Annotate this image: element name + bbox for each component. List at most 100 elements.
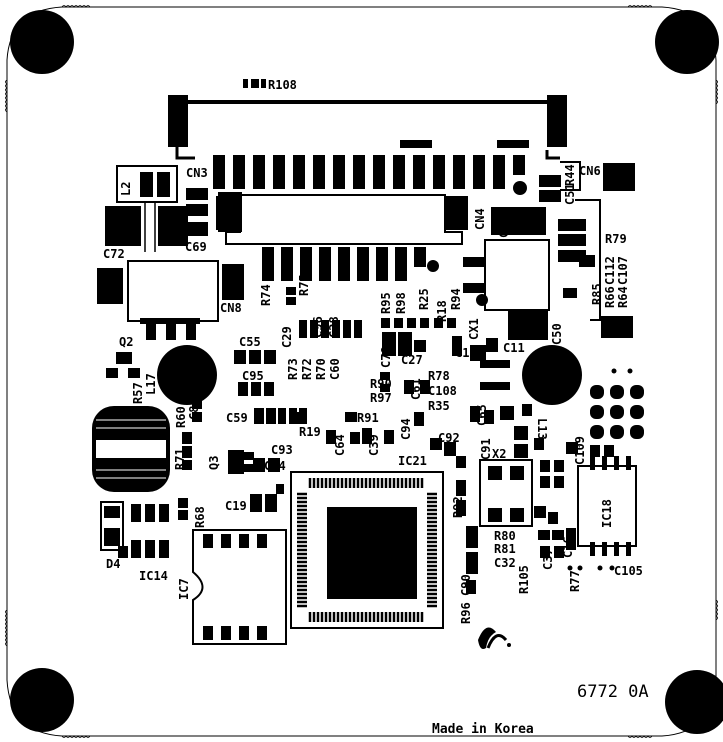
label-CN5: CN5 xyxy=(497,216,511,238)
label-X2: X2 xyxy=(492,447,506,461)
ic21-main-chip xyxy=(290,471,444,629)
ic18-chip xyxy=(577,456,637,556)
label-C112: C112 xyxy=(603,256,617,285)
label-D4: D4 xyxy=(106,557,120,571)
label-R90: R90 xyxy=(370,377,392,391)
label-Q2: Q2 xyxy=(119,335,133,349)
label-C19: C19 xyxy=(225,499,247,513)
label-C107: C107 xyxy=(616,256,630,285)
manufacturer-logo xyxy=(478,627,511,649)
label-R96: R96 xyxy=(459,602,473,624)
mounting-hole-bottom-right xyxy=(665,670,723,734)
label-R81: R81 xyxy=(494,542,516,556)
label-R105: R105 xyxy=(517,565,531,594)
label-R85: R85 xyxy=(590,283,604,305)
label-C91: C91 xyxy=(479,438,493,460)
left-upper-pads xyxy=(97,188,244,304)
label-C60: C60 xyxy=(328,358,342,380)
label-R72: R72 xyxy=(300,358,314,380)
connector-body xyxy=(225,194,463,245)
x2-crystal xyxy=(479,459,533,527)
label-C65: C65 xyxy=(475,404,489,426)
mounting-hole-bottom-left xyxy=(10,668,74,732)
label-C55: C55 xyxy=(239,335,261,349)
label-C90: C90 xyxy=(459,574,473,596)
board-code: 6772 0A xyxy=(577,682,649,702)
via-hole-right xyxy=(522,345,582,405)
q3-transistor xyxy=(228,450,254,474)
marker-dots xyxy=(567,368,633,571)
label-L17: L17 xyxy=(144,373,158,395)
label-R60: R60 xyxy=(174,406,188,428)
q2-transistor xyxy=(106,352,140,378)
label-Q3: Q3 xyxy=(207,456,221,470)
label-R77: R77 xyxy=(568,570,582,592)
label-L2: L2 xyxy=(119,182,133,196)
label-C28: C28 xyxy=(327,316,341,338)
label-C93: C93 xyxy=(271,443,293,457)
mounting-hole-top-left xyxy=(10,10,74,74)
label-R71: R71 xyxy=(173,448,187,470)
label-R91: R91 xyxy=(357,411,379,425)
label-C51: C51 xyxy=(563,183,577,205)
label-R78: R78 xyxy=(428,369,450,383)
label-IC18: IC18 xyxy=(600,499,614,528)
label-CN4: CN4 xyxy=(473,208,487,230)
label-C109: C109 xyxy=(573,436,587,465)
label-C50: C50 xyxy=(550,323,564,345)
label-CX1: CX1 xyxy=(467,318,481,340)
label-C16: C16 xyxy=(561,536,575,558)
ic7-chip xyxy=(192,529,287,645)
made-in-label: Made in Korea xyxy=(432,722,534,737)
label-R98: R98 xyxy=(394,292,408,314)
label-CN3: CN3 xyxy=(186,166,208,180)
cn3-pins xyxy=(213,155,527,195)
label-R94: R94 xyxy=(449,288,463,310)
label-R92: R92 xyxy=(451,496,465,518)
label-R25: R25 xyxy=(417,288,431,310)
cn3-connector xyxy=(168,79,567,160)
small-components xyxy=(178,287,578,520)
label-C59: C59 xyxy=(226,411,248,425)
label-CN8: CN8 xyxy=(220,301,242,315)
label-R74: R74 xyxy=(259,284,273,306)
power-inductor xyxy=(92,406,170,492)
cn-pads xyxy=(216,196,468,281)
right-top-outlines xyxy=(484,161,601,321)
label-C72: C72 xyxy=(103,247,125,261)
label-R18: R18 xyxy=(435,300,449,322)
label-R66: R66 xyxy=(603,286,617,308)
label-C64: C64 xyxy=(333,434,347,456)
label-C92: C92 xyxy=(438,431,460,445)
label-CN6: CN6 xyxy=(579,164,601,178)
label-C61: C61 xyxy=(409,378,423,400)
label-R70: R70 xyxy=(314,358,328,380)
label-C95: C95 xyxy=(242,369,264,383)
right-top-parts xyxy=(463,163,635,340)
label-C11: C11 xyxy=(503,341,525,355)
label-R95: R95 xyxy=(379,292,393,314)
label-R73: R73 xyxy=(286,358,300,380)
label-R19: R19 xyxy=(299,425,321,439)
component-labels: R108 CN3 L2 CN6 C51 R44 CN4 CN5 C69 C72 … xyxy=(103,78,649,737)
label-C108: C108 xyxy=(428,384,457,398)
right-cluster-pads xyxy=(456,385,644,594)
regulator-outline xyxy=(127,260,219,340)
mounting-holes xyxy=(10,10,723,734)
label-C29: C29 xyxy=(280,326,294,348)
label-R35: R35 xyxy=(428,399,450,413)
label-IC21: IC21 xyxy=(398,454,427,468)
mounting-hole-top-right xyxy=(655,10,719,74)
label-C34: C34 xyxy=(264,459,286,473)
label-R80: R80 xyxy=(494,529,516,543)
label-R68: R68 xyxy=(193,506,207,528)
edge-perforations xyxy=(5,5,718,738)
ic21-pins xyxy=(297,478,437,622)
label-L13: L13 xyxy=(535,418,549,440)
label-R79: R79 xyxy=(605,232,627,246)
label-C78: C78 xyxy=(379,346,393,368)
label-C37: C37 xyxy=(541,548,555,570)
label-C12: C12 xyxy=(455,346,477,360)
label-R64: R64 xyxy=(616,286,630,308)
label-R97: R97 xyxy=(370,391,392,405)
